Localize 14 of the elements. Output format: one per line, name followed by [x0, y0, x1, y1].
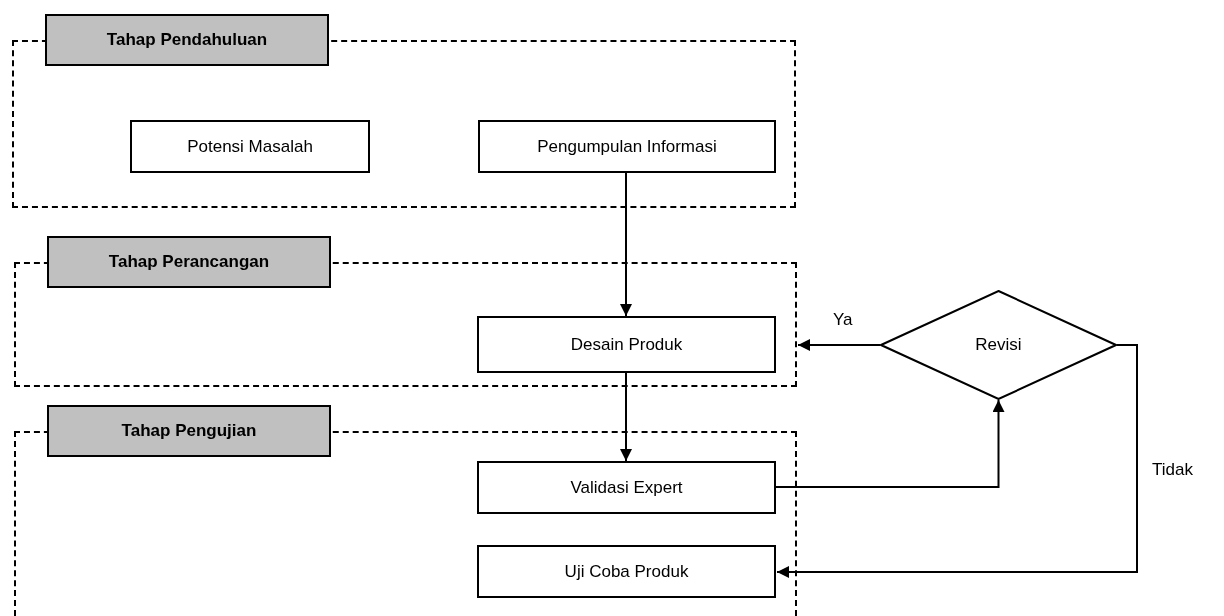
- arrow: [620, 372, 632, 462]
- arrow: [620, 172, 632, 317]
- stage-header: Tahap Perancangan: [47, 236, 331, 288]
- process-box: Potensi Masalah: [130, 120, 370, 173]
- decision-label: Revisi: [975, 335, 1022, 355]
- process-box: Uji Coba Produk: [477, 545, 776, 598]
- process-box: Desain Produk: [477, 316, 776, 373]
- decision-diamond: [880, 290, 1117, 400]
- process-box: Validasi Expert: [477, 461, 776, 514]
- stage-header: Tahap Pendahuluan: [45, 14, 329, 66]
- arrow: [797, 339, 881, 351]
- process-box: Pengumpulan Informasi: [478, 120, 776, 173]
- stage-header: Tahap Pengujian: [47, 405, 331, 457]
- arrow: [775, 399, 1005, 488]
